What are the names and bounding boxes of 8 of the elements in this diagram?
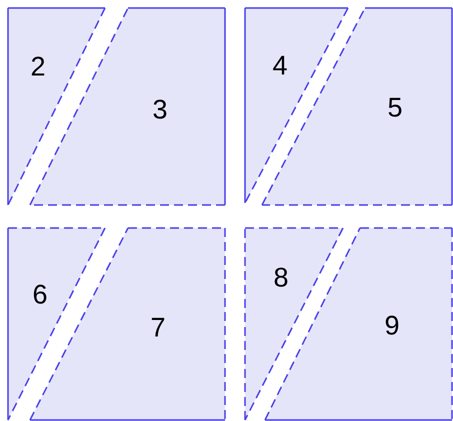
region-number: 3	[152, 96, 168, 124]
region-number: 5	[387, 94, 403, 122]
region-number: 6	[32, 282, 48, 308]
region-number: 2	[30, 54, 46, 80]
region-number: 7	[150, 314, 166, 342]
region-number: 4	[272, 52, 288, 80]
region-number: 8	[273, 264, 289, 292]
region-number: 9	[384, 312, 400, 340]
